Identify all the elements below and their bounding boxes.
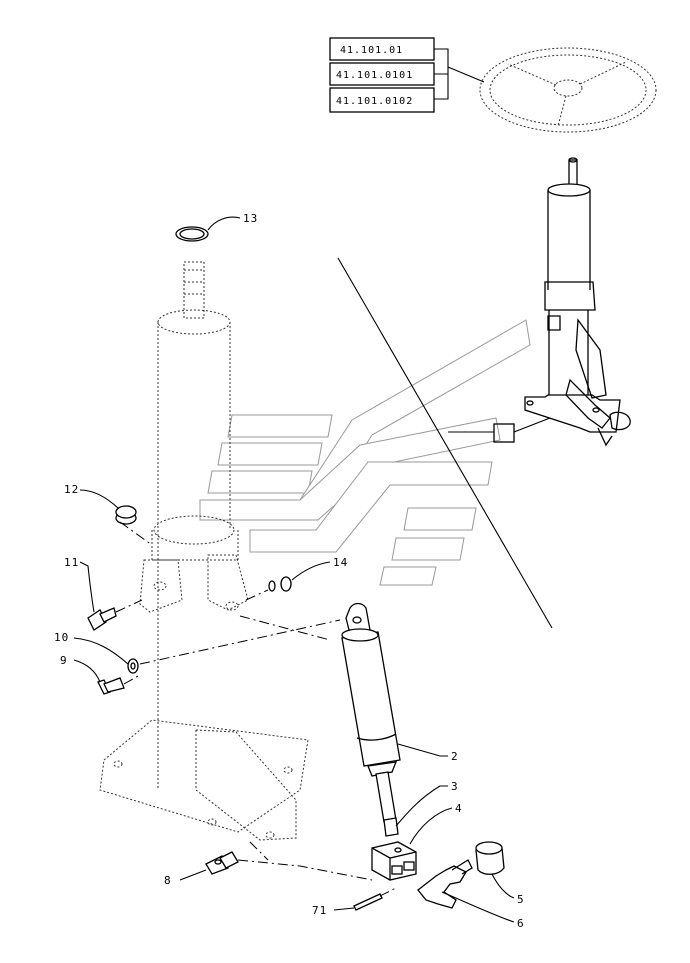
watermark-logo bbox=[199, 319, 531, 586]
part-9-bolt[interactable] bbox=[97, 677, 125, 695]
part-5-knob[interactable] bbox=[475, 841, 505, 875]
section-divider-line bbox=[337, 257, 553, 629]
part-71-pin[interactable] bbox=[353, 893, 383, 911]
reference-box[interactable] bbox=[329, 87, 435, 113]
part-6-lever[interactable] bbox=[417, 859, 473, 909]
callout-9: 9 bbox=[60, 654, 68, 667]
callout-6: 6 bbox=[517, 917, 525, 930]
part-10-washer[interactable] bbox=[127, 658, 139, 674]
part-13-snap-ring[interactable] bbox=[175, 226, 209, 242]
callout-13: 13 bbox=[243, 212, 258, 225]
callout-8: 8 bbox=[164, 874, 172, 887]
steering-wheel bbox=[479, 47, 657, 133]
reference-box-label: 41.101.0102 bbox=[336, 96, 413, 107]
reference-box-label: 41.101.0101 bbox=[336, 70, 413, 81]
part-4-block[interactable] bbox=[371, 841, 417, 881]
part-11-bolt[interactable] bbox=[87, 607, 117, 631]
callout-2: 2 bbox=[451, 750, 459, 763]
callout-14: 14 bbox=[333, 556, 348, 569]
callout-71: 71 bbox=[312, 904, 327, 917]
part-12-cap[interactable] bbox=[115, 505, 137, 525]
part-8-bolt[interactable] bbox=[205, 851, 239, 875]
callout-5: 5 bbox=[517, 893, 525, 906]
callout-11: 11 bbox=[64, 556, 79, 569]
reference-box-group: 41.101.01 41.101.0101 41.101.0102 bbox=[329, 37, 485, 113]
assembled-column-view bbox=[524, 157, 631, 447]
detail-marker bbox=[448, 417, 551, 443]
steering-column-outline bbox=[99, 261, 309, 841]
callout-3: 3 bbox=[451, 780, 459, 793]
reference-box-label: 41.101.01 bbox=[340, 45, 403, 56]
callout-12: 12 bbox=[64, 483, 79, 496]
callout-4: 4 bbox=[455, 802, 463, 815]
callout-10: 10 bbox=[54, 631, 69, 644]
part-14-ring[interactable] bbox=[268, 576, 292, 592]
part-2-gas-spring[interactable] bbox=[341, 602, 401, 837]
